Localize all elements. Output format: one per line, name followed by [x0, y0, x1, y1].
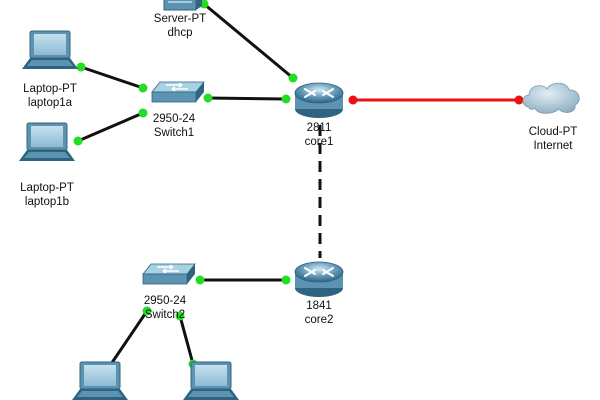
laptop-icon — [19, 122, 75, 161]
laptop-icon — [72, 361, 128, 400]
link-status-light-core1 — [348, 95, 358, 105]
laptop-icon — [22, 30, 78, 69]
link-status-light-core2 — [195, 275, 205, 285]
link-status-light-core1 — [281, 94, 291, 104]
device-switch2[interactable] — [142, 263, 196, 285]
link-status-light-laptop1b — [73, 136, 83, 146]
link-status-light-switch2 — [142, 306, 152, 316]
link-status-light-switch2 — [281, 275, 291, 285]
device-laptop2a[interactable] — [72, 361, 128, 400]
link-status-light-switch1 — [138, 83, 148, 93]
links-layer — [73, 0, 524, 375]
link-status-light-core1 — [288, 73, 298, 83]
link-server-dhcp-core1[interactable] — [203, 2, 294, 80]
cloud-icon — [522, 82, 580, 114]
link-laptop1a-switch1[interactable] — [80, 65, 144, 90]
device-cloud[interactable] — [522, 82, 580, 114]
device-server-dhcp[interactable] — [163, 0, 202, 11]
link-switch2-laptop2a[interactable] — [105, 310, 149, 371]
switch-icon — [151, 81, 205, 103]
router-icon — [294, 261, 344, 297]
device-core2[interactable] — [294, 261, 344, 297]
link-status-light-switch2 — [175, 311, 185, 321]
server-icon — [163, 0, 202, 11]
switch-icon — [142, 263, 196, 285]
device-laptop1a[interactable] — [22, 30, 78, 69]
link-laptop1b-switch1[interactable] — [77, 111, 144, 143]
device-switch1[interactable] — [151, 81, 205, 103]
link-status-light-switch1 — [138, 108, 148, 118]
device-core1[interactable] — [294, 82, 344, 118]
link-switch2-laptop2b[interactable] — [178, 315, 195, 365]
link-status-light-switch1 — [203, 93, 213, 103]
device-laptop2b[interactable] — [183, 361, 239, 400]
link-status-light-cloud — [514, 95, 524, 105]
laptop-icon — [183, 361, 239, 400]
device-laptop1b[interactable] — [19, 122, 75, 161]
link-status-light-laptop1a — [76, 62, 86, 72]
router-icon — [294, 82, 344, 118]
link-switch1-core1[interactable] — [207, 96, 287, 101]
devices-layer — [19, 0, 580, 400]
